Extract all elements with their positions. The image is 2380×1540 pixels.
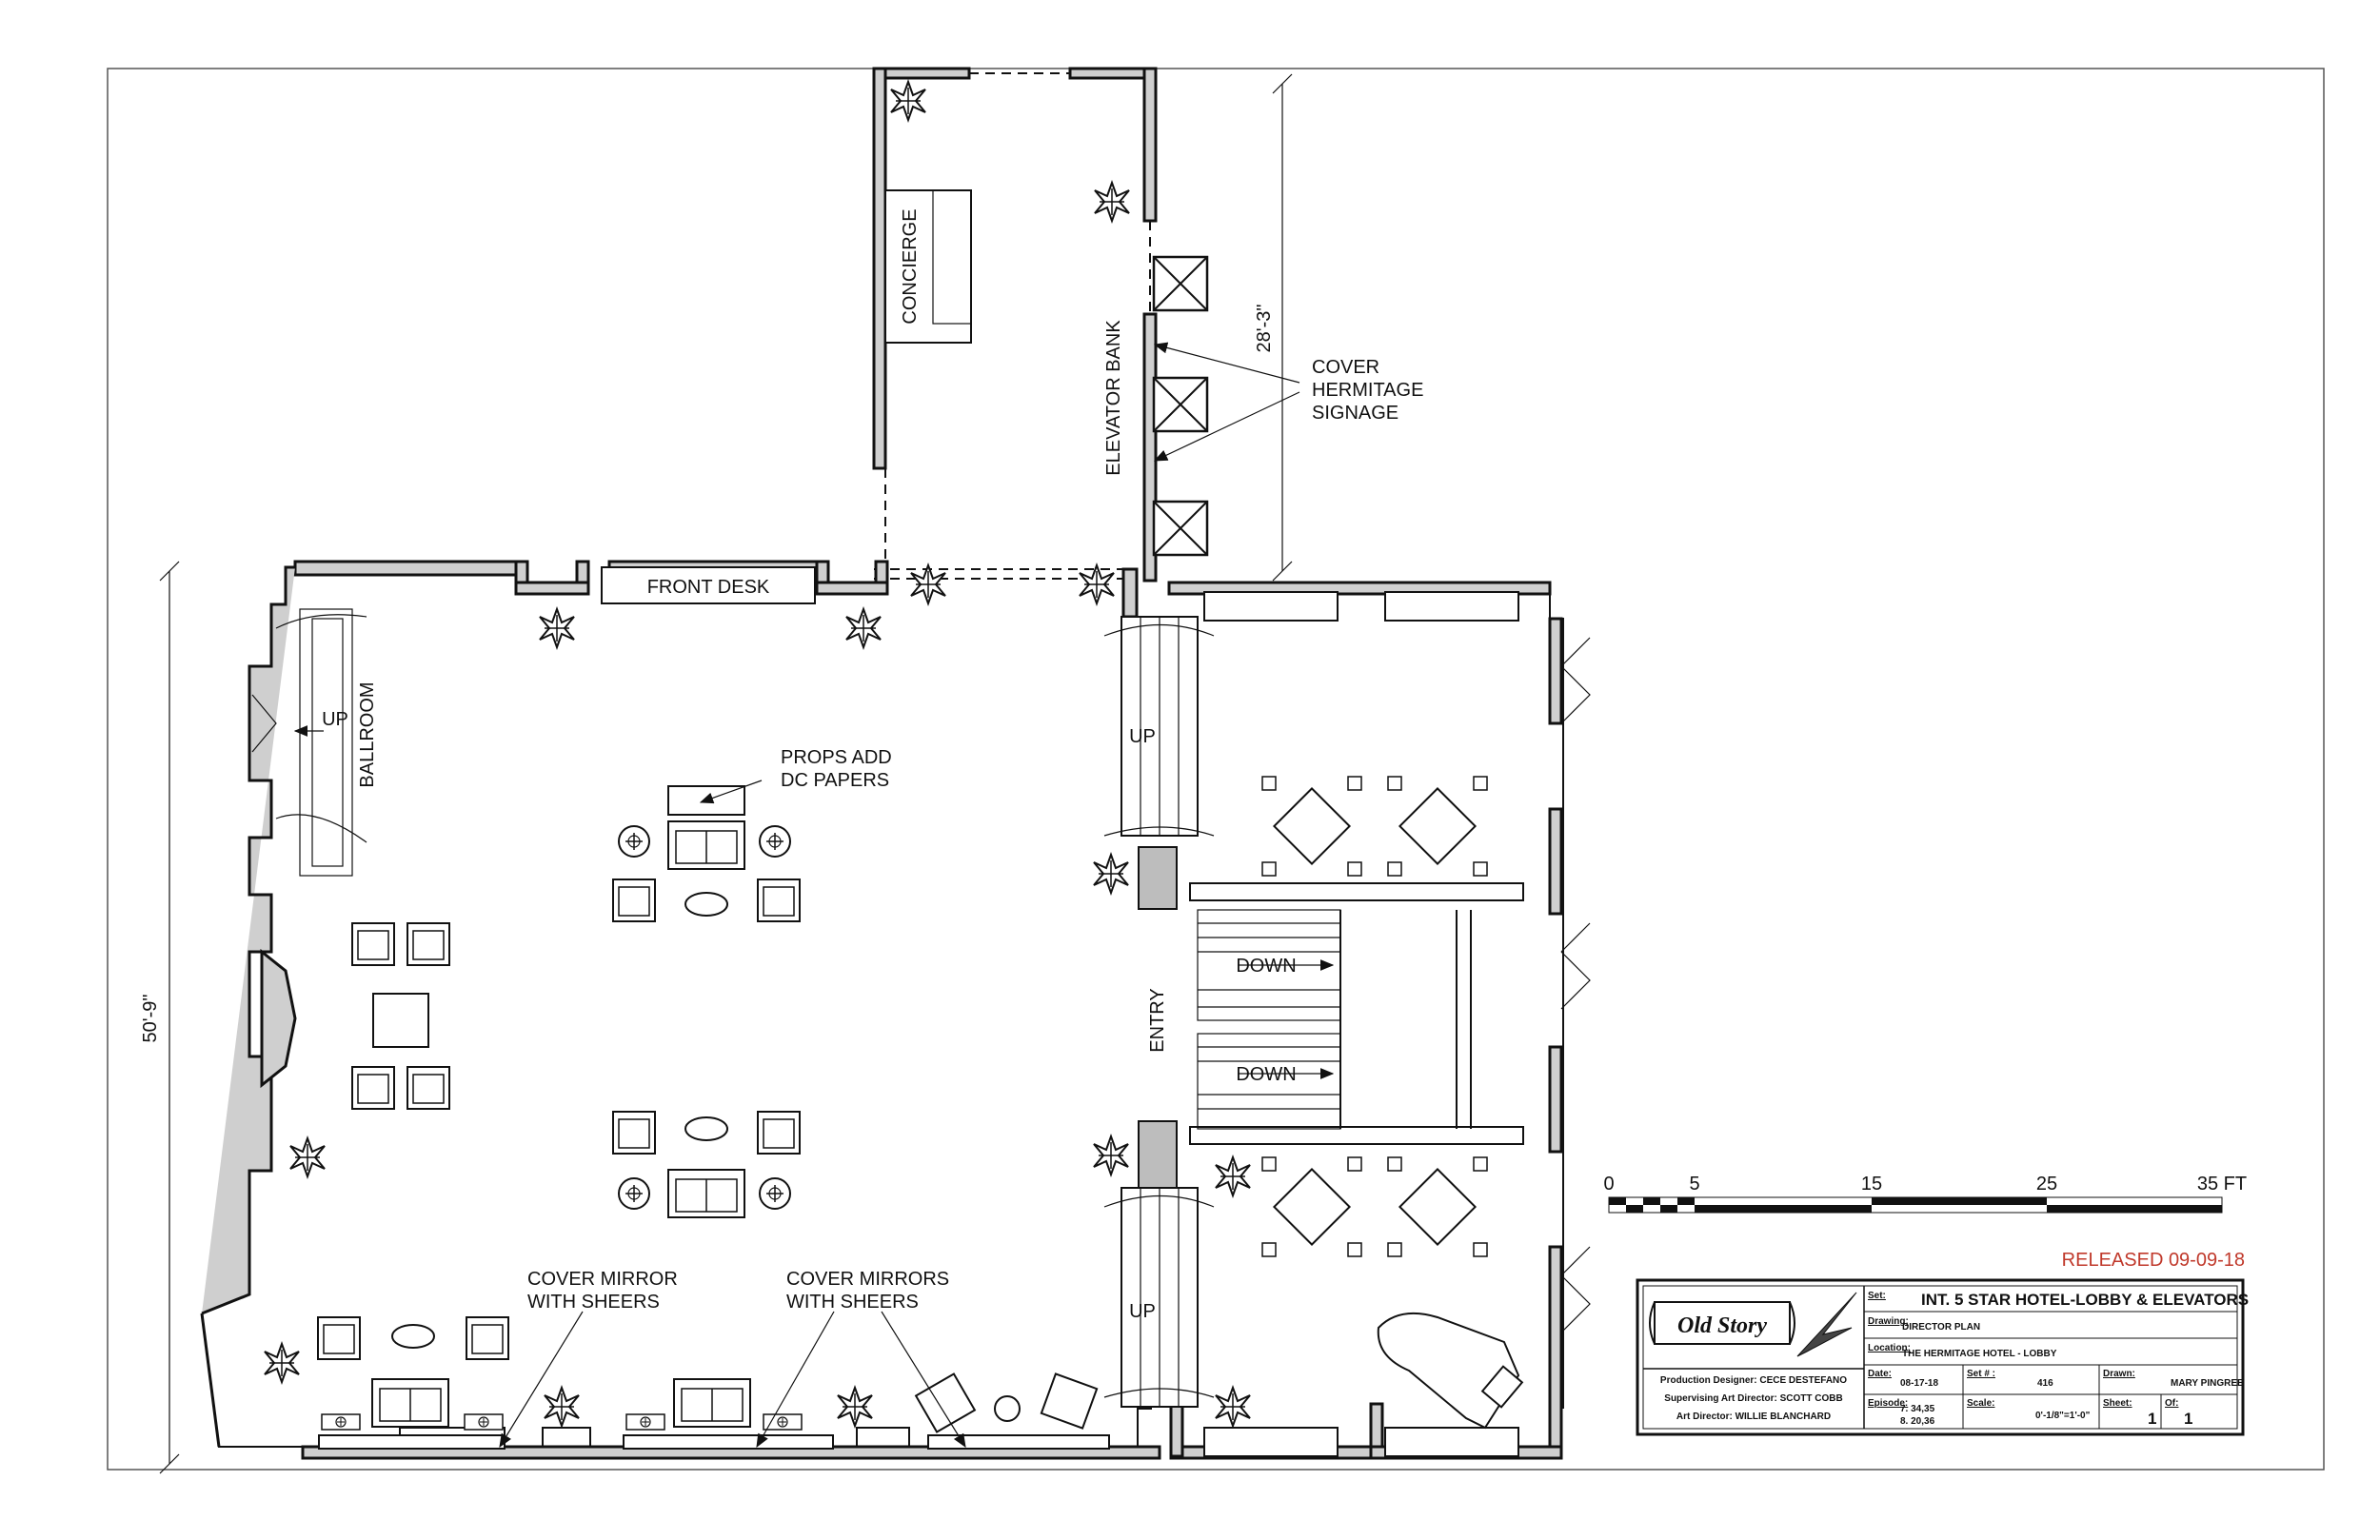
east-room-walls — [1121, 567, 1591, 1460]
note-mirror-1b: WITH SHEERS — [527, 1292, 660, 1313]
note-props-2: DC PAPERS — [781, 770, 889, 791]
scale-tick-15: 15 — [1861, 1174, 1882, 1194]
elevator-bank-label: ELEVATOR BANK — [1103, 320, 1124, 476]
dimension-28-label: 28'-3" — [1254, 305, 1275, 353]
credit-supervising-art-director: Supervising Art Director: SCOTT COBB — [1664, 1393, 1842, 1404]
scale-tick-0: 0 — [1603, 1174, 1614, 1194]
setnum-label: Set # : — [1967, 1369, 1995, 1379]
scale-tick-5: 5 — [1689, 1174, 1699, 1194]
sheet-value: 1 — [2148, 1410, 2156, 1428]
east-furniture — [1261, 776, 1524, 1430]
set-label: Set: — [1868, 1291, 1886, 1301]
down-bottom-label: DOWN — [1236, 1064, 1296, 1085]
episode-value-1: 7. 34,35 — [1900, 1404, 1935, 1414]
entry-stairs — [1103, 616, 1524, 1408]
of-label: Of: — [2165, 1398, 2178, 1409]
lobby-walls — [200, 560, 1161, 1460]
drawing-value: DIRECTOR PLAN — [1902, 1322, 1980, 1333]
drawn-label: Drawn: — [2103, 1369, 2135, 1379]
date-label: Date: — [1868, 1369, 1892, 1379]
leaders — [293, 342, 1300, 1449]
dimension-50-label: 50'-9" — [140, 995, 161, 1043]
scale-tick-25: 25 — [2036, 1174, 2057, 1194]
note-props-1: PROPS ADD — [781, 747, 892, 768]
entry-label: ENTRY — [1147, 988, 1168, 1052]
scale-tick-35: 35 FT — [2197, 1174, 2247, 1194]
episode-value-2: 8. 20,36 — [1900, 1416, 1935, 1427]
ballroom-stair — [251, 608, 367, 877]
location-label: Location: — [1868, 1343, 1911, 1353]
note-cover-signage-1: COVER — [1312, 357, 1379, 378]
lobby-furniture — [317, 785, 1110, 1450]
credit-production-designer: Production Designer: CECE DESTEFANO — [1660, 1375, 1847, 1386]
note-cover-signage-2: HERMITAGE — [1312, 380, 1423, 401]
dimension-lines — [159, 73, 1293, 1474]
plants — [264, 81, 1251, 1427]
concierge-desk — [884, 189, 972, 344]
note-cover-signage-3: SIGNAGE — [1312, 403, 1398, 424]
front-desk-label: FRONT DESK — [647, 577, 770, 598]
note-mirror-2a: COVER MIRRORS — [786, 1269, 949, 1290]
elevator-shafts — [1152, 255, 1209, 557]
down-top-label: DOWN — [1236, 956, 1296, 977]
front-desk — [601, 566, 816, 604]
drawing-label: Drawing: — [1868, 1316, 1909, 1327]
setnum-value: 416 — [2037, 1378, 2053, 1389]
date-value: 08-17-18 — [1900, 1378, 1938, 1389]
entry-up-bottom-label: UP — [1129, 1301, 1156, 1322]
sheet-label: Sheet: — [2103, 1398, 2132, 1409]
set-value: INT. 5 STAR HOTEL-LOBBY & ELEVATORS — [1921, 1291, 2249, 1309]
drawn-value: MARY PINGREE — [2171, 1378, 2244, 1389]
ballroom-up-label: UP — [322, 709, 348, 730]
title-block: Old Story Production Designer: CECE DEST… — [1636, 1278, 2249, 1436]
of-value: 1 — [2184, 1410, 2192, 1428]
note-mirror-1a: COVER MIRROR — [527, 1269, 678, 1290]
credit-art-director: Art Director: WILLIE BLANCHARD — [1676, 1412, 1831, 1422]
scale-label: Scale: — [1967, 1398, 1994, 1409]
location-value: THE HERMITAGE HOTEL - LOBBY — [1902, 1349, 2057, 1359]
released-stamp: RELEASED 09-09-18 — [2062, 1250, 2245, 1271]
concierge-label: CONCIERGE — [900, 208, 921, 324]
logo-text: Old Story — [1677, 1313, 1767, 1338]
ballroom-label: BALLROOM — [357, 681, 378, 787]
old-story-logo: Old Story — [1649, 1292, 1857, 1357]
note-mirror-2b: WITH SHEERS — [786, 1292, 919, 1313]
episode-label: Episode: — [1868, 1398, 1908, 1409]
scale-value: 0'-1/8"=1'-0" — [2035, 1411, 2091, 1421]
scale-bar: 0 5 15 25 35 FT — [1603, 1174, 2247, 1214]
sheet-border — [107, 68, 2325, 1471]
entry-up-top-label: UP — [1129, 726, 1156, 747]
